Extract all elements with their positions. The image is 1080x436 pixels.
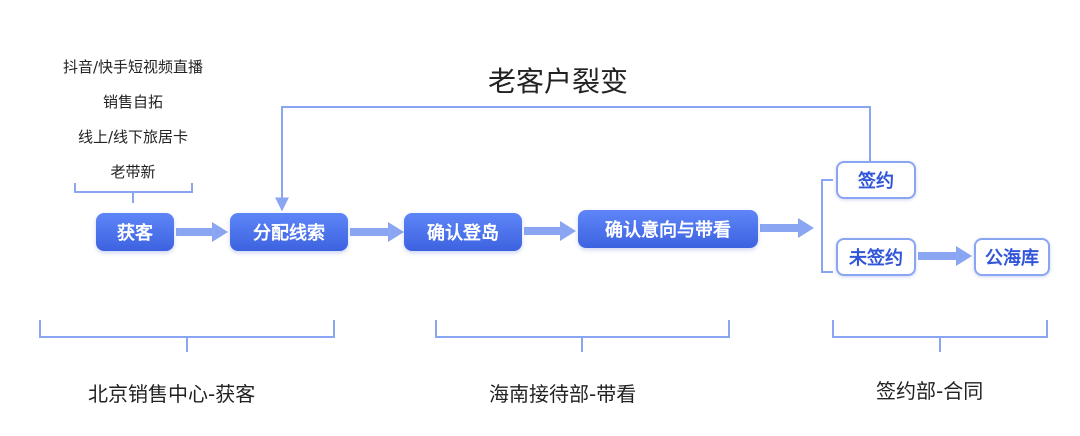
flow-arrow-2 [350, 222, 404, 242]
node-confirm-island: 确认登岛 [404, 213, 522, 251]
source-channel-referral: 老带新 [110, 163, 156, 181]
flow-arrow-4 [760, 218, 814, 238]
node-confirm-intent: 确认意向与带看 [578, 210, 758, 248]
sources-bracket [74, 183, 193, 203]
source-channel-travel-card: 线上/线下旅居卡 [77, 128, 189, 146]
dept-label-beijing: 北京销售中心-获客 [88, 382, 256, 406]
feedback-loop-title: 老客户裂变 [488, 65, 629, 98]
dept-label-hainan: 海南接待部-带看 [489, 382, 637, 406]
source-channel-douyin: 抖音/快手短视频直播 [62, 58, 204, 76]
dept-label-contract: 签约部-合同 [876, 379, 984, 403]
flow-arrow-1 [176, 222, 228, 242]
dept-bracket-contract [832, 320, 1048, 352]
node-unsigned: 未签约 [836, 238, 916, 276]
feedback-loop-line [275, 106, 871, 212]
dept-bracket-beijing [39, 320, 335, 352]
node-acquire: 获客 [96, 213, 174, 251]
branch-bracket [821, 179, 833, 273]
source-channel-self-sales: 销售自拓 [102, 93, 163, 111]
node-signed: 签约 [836, 161, 916, 199]
dept-bracket-hainan [435, 320, 730, 352]
flow-arrow-3 [524, 221, 576, 241]
node-public-pool: 公海库 [974, 238, 1050, 276]
flow-arrow-5 [918, 246, 972, 266]
node-assign-leads: 分配线索 [230, 213, 348, 251]
